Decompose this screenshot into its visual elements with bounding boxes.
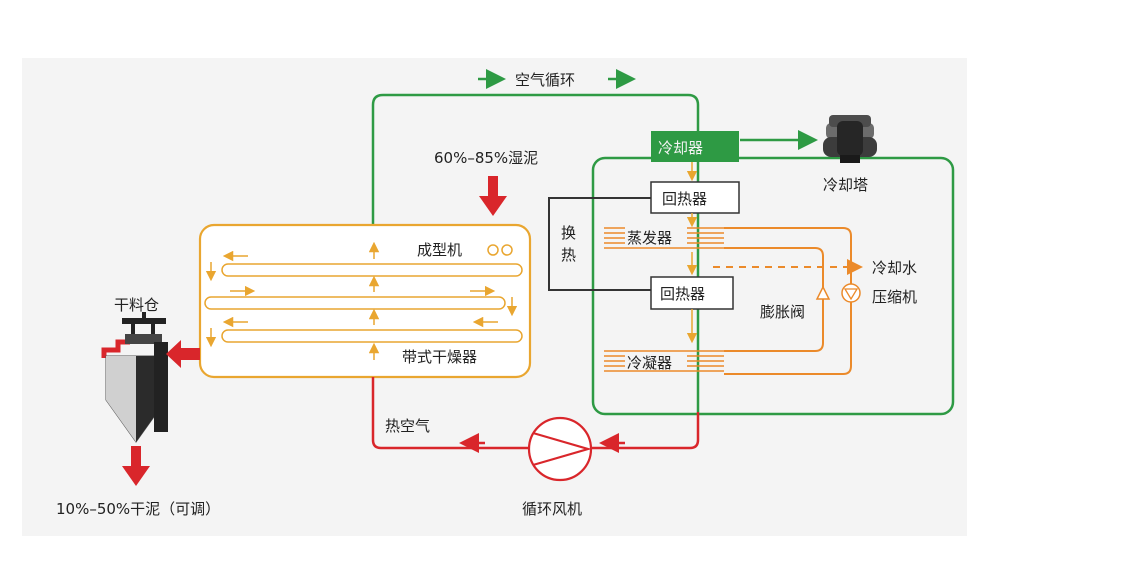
forming-machine-rollers-icon xyxy=(487,244,513,256)
circulation-fan-label: 循环风机 xyxy=(522,500,582,518)
regenerator-top-box xyxy=(650,181,740,214)
regenerator-mid-label: 回热器 xyxy=(660,285,705,303)
dry-silo-label: 干料仓 xyxy=(114,296,159,314)
dry-silo-icon xyxy=(101,312,168,443)
evaporator-label: 蒸发器 xyxy=(627,229,672,247)
heat-exchange-label-1: 换 xyxy=(561,224,576,242)
belt-dryer-label: 带式干燥器 xyxy=(402,348,477,366)
circulation-fan-icon xyxy=(527,416,593,482)
refrigerant-loop-inner xyxy=(724,247,824,352)
wet-sludge-arrow xyxy=(479,176,507,216)
regenerator-top-label: 回热器 xyxy=(662,190,707,208)
cooling-tower-label: 冷却塔 xyxy=(823,176,868,194)
compressor-label: 压缩机 xyxy=(872,288,917,306)
dryer-to-silo-arrow xyxy=(166,340,200,368)
dry-sludge-label: 10%–50%干泥（可调） xyxy=(56,500,220,518)
heat-exchange-label-2: 热 xyxy=(561,246,576,264)
cooling-tower-icon xyxy=(823,115,877,163)
forming-machine-label: 成型机 xyxy=(417,241,462,259)
hot-air-label: 热空气 xyxy=(385,417,430,435)
evaporator-label-bg xyxy=(625,227,687,245)
cooling-water-label: 冷却水 xyxy=(872,259,917,277)
cooler-label: 冷却器 xyxy=(658,139,703,157)
dryer-belts xyxy=(204,263,523,343)
heat-exchange-line xyxy=(548,197,651,291)
heat-pump-enclosure xyxy=(591,156,955,416)
wet-sludge-label: 60%–85%湿泥 xyxy=(434,149,538,167)
compressor-icon xyxy=(841,283,861,303)
dry-sludge-output-arrow xyxy=(122,446,150,486)
refrigerant-loop-outer xyxy=(724,227,852,375)
condenser-label-bg xyxy=(625,352,687,370)
expansion-valve-label: 膨胀阀 xyxy=(760,303,805,321)
expansion-valve-icon xyxy=(815,285,831,300)
air-cycle-label: 空气循环 xyxy=(515,71,575,89)
air-loop-line xyxy=(371,93,700,412)
cooler-box xyxy=(651,131,739,162)
condenser-label: 冷凝器 xyxy=(627,354,672,372)
belt-direction-arrows xyxy=(205,250,518,348)
